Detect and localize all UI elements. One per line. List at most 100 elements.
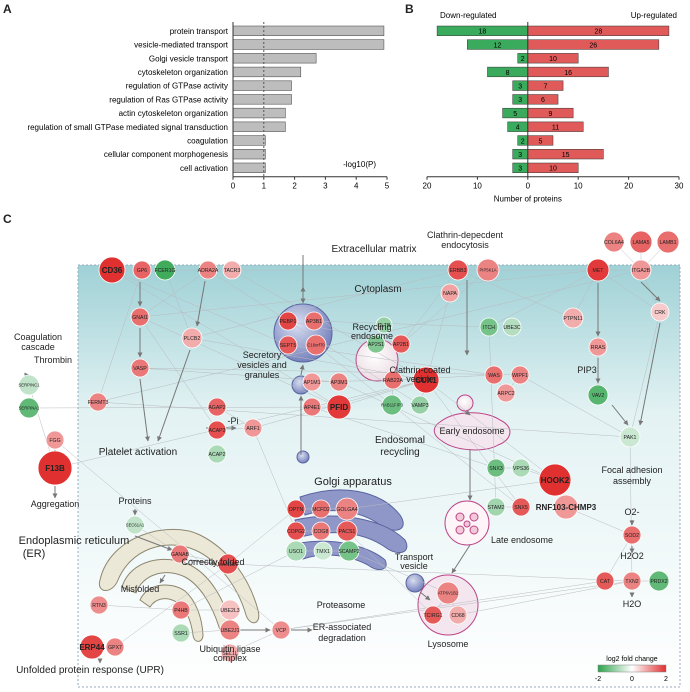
interaction-edge — [227, 563, 633, 582]
protein-node: PEBP1 — [278, 311, 298, 331]
protein-node-label: ACAP3 — [208, 428, 225, 434]
protein-node-label: AGAP2 — [208, 405, 225, 411]
protein-node: SOD2 — [622, 525, 642, 545]
interaction-edge — [629, 311, 661, 438]
protein-node-circle — [302, 372, 322, 392]
label-ub-1: Ubiquitin ligase — [199, 644, 260, 654]
label-o2: O2- — [624, 507, 639, 517]
protein-node-label: UBE3C — [503, 325, 521, 331]
protein-node-label: HOOK2 — [541, 476, 570, 485]
protein-node: VCP — [271, 620, 291, 640]
label-transport-1: Transport — [395, 552, 434, 562]
pathway-arrow — [464, 410, 471, 416]
protein-node: LAMA5 — [629, 230, 653, 254]
protein-node-circle — [278, 335, 298, 355]
bar — [232, 66, 302, 78]
protein-node: ARF1 — [243, 418, 263, 438]
label-aggregation: Aggregation — [31, 499, 80, 509]
protein-node-label: SNX5 — [514, 505, 528, 511]
protein-node-circle — [130, 307, 150, 327]
legend-down: Down-regulated — [440, 11, 496, 20]
bar-down-label: 3 — [518, 84, 522, 91]
category-label: actin cytoskeleton organization — [119, 109, 228, 118]
protein-node-circle — [207, 420, 227, 440]
protein-node-circle — [326, 394, 352, 420]
bar-up-label: 5 — [538, 138, 542, 145]
bar — [232, 107, 286, 119]
protein-node-label: CAT — [600, 579, 611, 585]
protein-node-circle — [37, 450, 73, 486]
protein-node-circle — [217, 553, 239, 575]
protein-node-label: MCFD2 — [312, 507, 330, 513]
protein-node: UBE2J1 — [219, 619, 241, 641]
protein-node-circle — [88, 392, 108, 412]
protein-node: AP2S1 — [366, 334, 386, 354]
interaction-edge — [227, 508, 297, 565]
x-axis-label: -log10(P) — [343, 160, 376, 169]
protein-node-label: PTPN11 — [563, 316, 582, 322]
protein-node-label: OPTN — [289, 507, 304, 513]
protein-node: ACAP3 — [207, 420, 227, 440]
protein-node-circle — [278, 311, 298, 331]
label-endosomal-1: Endosomal — [375, 435, 425, 446]
category-label: cytoskeleton organization — [138, 68, 228, 77]
protein-node-circle — [130, 358, 150, 378]
category-label: regulation of GTPase activity — [126, 82, 228, 91]
interaction-edge — [139, 269, 599, 318]
protein-node-label: GNAI1 — [132, 315, 148, 321]
protein-node-circle — [207, 444, 227, 464]
protein-node: ERP44 — [79, 634, 105, 660]
protein-node-label: VAV2 — [592, 393, 605, 399]
protein-node-label: TACR3 — [224, 268, 241, 274]
protein-node-circle — [595, 571, 615, 591]
protein-node-circle — [619, 426, 641, 448]
bar-up-label: 11 — [552, 125, 559, 132]
protein-node-circle — [313, 541, 333, 561]
protein-node: USO1 — [285, 540, 307, 562]
protein-node: SNX5 — [511, 497, 531, 517]
protein-node: UBE2L3 — [219, 599, 241, 621]
protein-node: AP3B1 — [304, 311, 324, 331]
label-secretory-2: vesicles and — [237, 360, 287, 370]
protein-node-label: CD68 — [451, 613, 464, 619]
x-tick-label: 5 — [385, 182, 390, 191]
protein-node-circle — [222, 260, 242, 280]
protein-node-label: ADRA2A — [198, 268, 219, 274]
protein-node-circle — [650, 302, 670, 322]
protein-node-circle — [588, 337, 608, 357]
protein-node-label: SERPINC1 — [19, 382, 41, 387]
bar-up-label: 26 — [589, 42, 597, 49]
protein-node-label: SNX3 — [489, 466, 503, 472]
protein-node-circle — [603, 231, 625, 253]
protein-node: GOLGA4 — [335, 497, 359, 521]
protein-node-label: ERP44 — [79, 643, 105, 652]
protein-node-label: COPG2 — [287, 529, 305, 535]
protein-node-circle — [476, 258, 500, 282]
protein-node: CD68 — [448, 605, 468, 625]
label-thrombin: Thrombin — [34, 355, 72, 365]
protein-node: ADRA2A — [198, 260, 219, 280]
protein-node-label: TCIRG1 — [423, 613, 442, 619]
protein-node-circle — [622, 571, 642, 591]
label-erad-2: degradation — [318, 633, 366, 643]
protein-node-label: NAPA — [443, 291, 457, 297]
pathway-arrow — [611, 404, 629, 426]
protein-node-label: RNF103-CHMP3 — [536, 503, 597, 512]
protein-node-circle — [486, 458, 506, 478]
protein-node-label: AP2B1 — [393, 342, 409, 348]
protein-node: WAS — [484, 365, 504, 385]
protein-node: VPS36 — [511, 458, 531, 478]
protein-node-label: PFID — [330, 403, 348, 412]
label-proteasome: Proteasome — [317, 600, 366, 610]
protein-node-circle — [125, 515, 145, 535]
protein-node-label: CRK — [655, 310, 666, 316]
protein-node-label: FGG — [49, 438, 60, 444]
protein-node: TXN2 — [622, 571, 642, 591]
protein-node: CAT — [595, 571, 615, 591]
bar-up-label: 28 — [594, 29, 602, 36]
protein-node: F13B — [37, 450, 73, 486]
protein-node-circle — [538, 463, 572, 497]
protein-node-circle — [486, 497, 506, 517]
